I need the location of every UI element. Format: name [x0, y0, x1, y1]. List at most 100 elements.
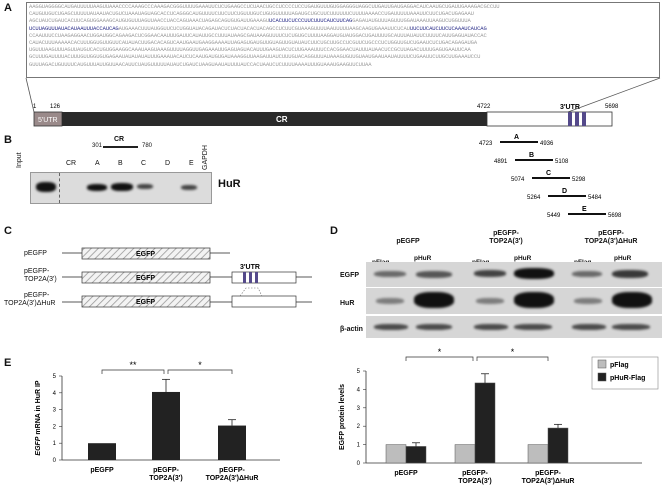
y-axis-label: EGFP protein levels	[339, 384, 346, 450]
constructs-diagram: EGFP EGFP 3'UTR EGFP	[62, 247, 312, 308]
x-tick-label: TOP2A(3')	[149, 475, 182, 482]
y-tick-label: 1	[357, 443, 361, 449]
construct-3-name: pEGFP- TOP2A(3')ΔHuR	[4, 292, 56, 307]
sequence-box: AAGGUAGGGGCAUGAUUUUUAAGUUAAACCCCAAAGCCCA…	[26, 2, 660, 78]
y-tick-label: 4	[53, 391, 57, 397]
legend-label: pHuR-Flag	[610, 375, 645, 382]
sequence-line: UCUUAGUUUAUACAUAAUUUACCAUCAGAUGAAACUUUAU…	[29, 24, 487, 32]
significance-bracket	[476, 356, 549, 361]
bar	[152, 391, 180, 460]
lane-label-cr: CR	[66, 160, 77, 167]
y-tick-label: 3	[357, 406, 361, 412]
x-tick-label: pEGFP	[394, 470, 418, 477]
sequence-line: AAGGUAGGGGCAUGAUUUUUAAGUUAAACCCCAAAGCCCA…	[29, 3, 500, 10]
fragment-name: C	[546, 170, 551, 177]
fragment-name: D	[562, 188, 567, 195]
legend-label: pFlag	[610, 362, 629, 369]
cr-label: CR	[276, 115, 288, 124]
bar	[88, 443, 116, 460]
fragment-end: 5698	[608, 213, 622, 219]
gel-divider	[59, 173, 60, 203]
sequence-line: AGCUAUCUGAUCACUUCAGUGGAAAGCAUGUGUUUAGUUA…	[29, 17, 471, 25]
zoom-line-left	[25, 77, 35, 113]
blot-group-1: pEGFP	[396, 238, 420, 245]
bar	[454, 444, 476, 464]
sequence-line: UGUUUAAGUUUAGUUAUGUCACUGUGGAAGGCAAAUAAGU…	[29, 46, 471, 54]
fragment-name: A	[514, 134, 519, 141]
fragment-end: 4936	[540, 141, 554, 147]
fragment-end: 5484	[588, 195, 602, 201]
are-element-3	[582, 112, 586, 126]
band-e	[181, 185, 197, 190]
y-tick-label: 2	[53, 424, 57, 430]
fragment-name: E	[582, 206, 587, 213]
bar	[547, 427, 569, 464]
y-tick-label: 5	[357, 369, 361, 375]
construct-2-are-1	[243, 272, 246, 283]
blot-hur	[366, 288, 662, 314]
coord-cr-end: 4722	[477, 104, 491, 110]
bar	[218, 425, 246, 460]
fragment-start: 5074	[511, 177, 525, 183]
band-a	[87, 184, 107, 191]
x-tick-label: pEGFP-	[219, 467, 245, 474]
y-tick-label: 0	[53, 458, 57, 464]
y-tick-label: 0	[357, 461, 361, 467]
significance-label: *	[438, 347, 442, 357]
significance-label: *	[511, 347, 515, 357]
x-tick-label: pEGFP-	[535, 470, 561, 477]
coord-start: 1	[33, 104, 37, 110]
construct-3-utr	[231, 295, 297, 308]
lane-label-a: A	[95, 160, 100, 167]
bar	[385, 444, 407, 464]
coord-end: 5698	[605, 104, 619, 110]
cr-end: 780	[142, 143, 153, 149]
bar	[527, 444, 549, 464]
x-tick-label: TOP2A(3')ΔHuR	[206, 475, 259, 482]
panel-label-d: D	[330, 225, 338, 237]
significance-label: **	[129, 360, 137, 370]
utr3-label: 3'UTR	[560, 104, 580, 111]
lane-label-input: Input	[16, 152, 23, 168]
y-tick-label: 1	[53, 441, 57, 447]
lane-label-e: E	[189, 160, 194, 167]
band-input	[36, 182, 56, 192]
significance-bracket	[167, 369, 233, 374]
construct-2-egfp	[81, 271, 211, 284]
lane-label-d: D	[165, 160, 171, 167]
construct-2-name: pEGFP- TOP2A(3')	[24, 268, 57, 283]
panel-label-c: C	[4, 225, 12, 237]
zoom-line-right	[567, 77, 661, 113]
bar	[474, 382, 496, 464]
utr5-label: 5'UTR	[38, 117, 58, 124]
lane-label-b: B	[118, 160, 123, 167]
x-tick-label: TOP2A(3')	[458, 478, 491, 485]
significance-bracket	[405, 356, 474, 361]
legend-swatch	[597, 372, 607, 382]
lane-label-c: C	[141, 160, 147, 167]
y-tick-label: 4	[357, 387, 361, 393]
are-element-2	[575, 112, 579, 126]
construct-1-egfp-label: EGFP	[136, 251, 155, 258]
blot-group-header: pEGFP pEGFP- TOP2A(3') pEGFP- TOP2A(3')Δ…	[366, 228, 662, 258]
band-b	[111, 183, 133, 191]
sequence-line: CAUGUUGUCUGAGCUUUUUAUAAUACUGUCUAAAUAGUAG…	[29, 10, 474, 18]
sequence-line: CAUACUUUAAAAACACUUUGGUGUUGUUCAUAUACUUGAC…	[29, 39, 478, 47]
significance-label: *	[198, 360, 202, 370]
cr-probe-label: CR	[114, 136, 125, 143]
construct-1-name: pEGFP	[24, 250, 47, 257]
protein-label-hur: HuR	[218, 178, 241, 190]
sequence-line: GCUUUGAUUUUACUUUGUUGGUGUGAGAAUAUAUAUAUUU…	[29, 53, 481, 61]
blot-actin	[366, 316, 662, 338]
fragment-end: 5298	[572, 177, 586, 183]
are-element-1	[568, 112, 572, 126]
construct-2-egfp-label: EGFP	[136, 275, 155, 282]
blot-row-label-hur: HuR	[340, 300, 355, 307]
construct-2-utr	[231, 271, 297, 284]
y-axis-label: EGFP mRNA in HuR IP	[35, 380, 42, 456]
fragment-name: B	[529, 152, 534, 159]
blot-group-2: pEGFP- TOP2A(3')	[489, 230, 523, 245]
lane-label-gapdh: GAPDH	[202, 145, 209, 170]
